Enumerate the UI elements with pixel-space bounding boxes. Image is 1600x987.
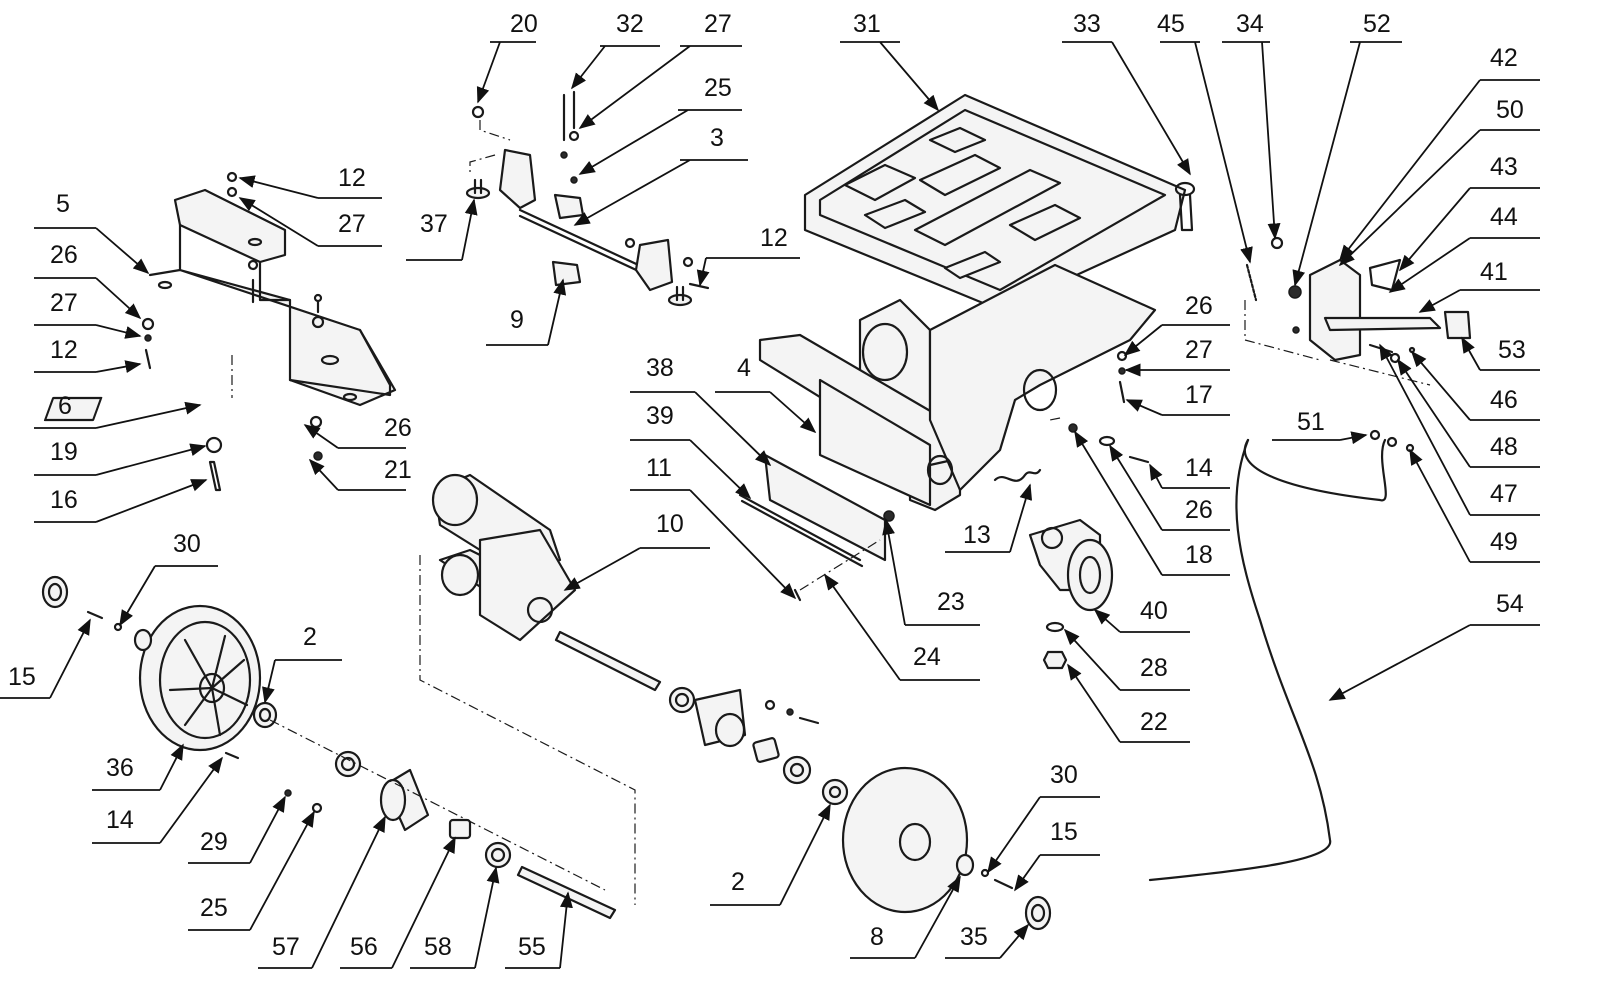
callout-55: 55	[518, 933, 546, 961]
callout-14-right: 14	[1185, 454, 1213, 482]
callout-33: 33	[1073, 10, 1101, 38]
callout-26-lower: 26	[1185, 496, 1213, 524]
callout-53: 53	[1498, 336, 1526, 364]
callout-8: 8	[870, 923, 884, 951]
callout-28: 28	[1140, 654, 1168, 682]
base-bracket-part	[148, 188, 397, 407]
callout-19: 19	[50, 438, 78, 466]
callout-47: 47	[1490, 480, 1518, 508]
main-tray-and-frame	[758, 93, 1196, 512]
callout-44: 44	[1490, 203, 1518, 231]
callout-5: 5	[56, 190, 70, 218]
callout-27-left: 27	[50, 289, 78, 317]
callout-30-left: 30	[173, 530, 201, 558]
callout-27: 27	[704, 10, 732, 38]
callout-21: 21	[384, 456, 412, 484]
callout-leaders	[0, 41, 1540, 969]
callout-6: 6	[58, 392, 72, 420]
callout-51: 51	[1297, 408, 1325, 436]
callout-41: 41	[1480, 258, 1508, 286]
callout-56: 56	[350, 933, 378, 961]
callout-26-mid: 26	[384, 414, 412, 442]
callout-10: 10	[656, 510, 684, 538]
callout-52: 52	[1363, 10, 1391, 38]
callout-4: 4	[737, 354, 751, 382]
callout-27-right: 27	[1185, 336, 1213, 364]
callout-43: 43	[1490, 153, 1518, 181]
callout-16: 16	[50, 486, 78, 514]
callout-45: 45	[1157, 10, 1185, 38]
callout-32: 32	[616, 10, 644, 38]
callout-13: 13	[963, 521, 991, 549]
callout-37: 37	[420, 210, 448, 238]
callout-2-right: 2	[731, 868, 745, 896]
callout-27-top: 27	[338, 210, 366, 238]
callout-48: 48	[1490, 433, 1518, 461]
callout-46: 46	[1490, 386, 1518, 414]
callout-29: 29	[200, 828, 228, 856]
callout-57: 57	[272, 933, 300, 961]
callout-54: 54	[1496, 590, 1524, 618]
callout-2-left: 2	[303, 623, 317, 651]
motor-gearbox-part	[419, 473, 636, 905]
callout-26-left: 26	[50, 241, 78, 269]
callout-49: 49	[1490, 528, 1518, 556]
shift-rod-assembly	[465, 90, 710, 307]
callout-39: 39	[646, 402, 674, 430]
callout-23: 23	[937, 588, 965, 616]
callout-12-top: 12	[338, 164, 366, 192]
callout-24: 24	[913, 643, 941, 671]
callout-15-right: 15	[1050, 818, 1078, 846]
callout-58: 58	[424, 933, 452, 961]
caster-wheel-part	[1028, 518, 1114, 670]
spring-part	[993, 468, 1042, 482]
right-wheel-part	[841, 766, 1052, 931]
callout-labels: 20 32 27 25 3 31 33 45 34 52 42 50 43 44…	[8, 10, 1526, 961]
callout-31: 31	[853, 10, 881, 38]
axle-shaft-upper	[554, 630, 849, 806]
callout-50: 50	[1496, 96, 1524, 124]
callout-9: 9	[510, 306, 524, 334]
callout-12-left: 12	[50, 336, 78, 364]
callout-12-mid: 12	[760, 224, 788, 252]
callout-22: 22	[1140, 708, 1168, 736]
left-wheel-part	[41, 575, 278, 752]
axle-shaft-lower	[224, 719, 617, 920]
callout-36: 36	[106, 754, 134, 782]
callout-3: 3	[710, 124, 724, 152]
callout-35: 35	[960, 923, 988, 951]
callout-40: 40	[1140, 597, 1168, 625]
callout-38: 38	[646, 354, 674, 382]
callout-14-left: 14	[106, 806, 134, 834]
callout-11: 11	[646, 454, 672, 482]
callout-42: 42	[1490, 44, 1518, 72]
callout-17: 17	[1185, 381, 1213, 409]
callout-15-left: 15	[8, 663, 36, 691]
callout-20: 20	[510, 10, 538, 38]
callout-25-lower: 25	[200, 894, 228, 922]
callout-34: 34	[1236, 10, 1264, 38]
callout-30-right: 30	[1050, 761, 1078, 789]
callout-18: 18	[1185, 541, 1213, 569]
callout-25: 25	[704, 74, 732, 102]
callout-26-right: 26	[1185, 292, 1213, 320]
